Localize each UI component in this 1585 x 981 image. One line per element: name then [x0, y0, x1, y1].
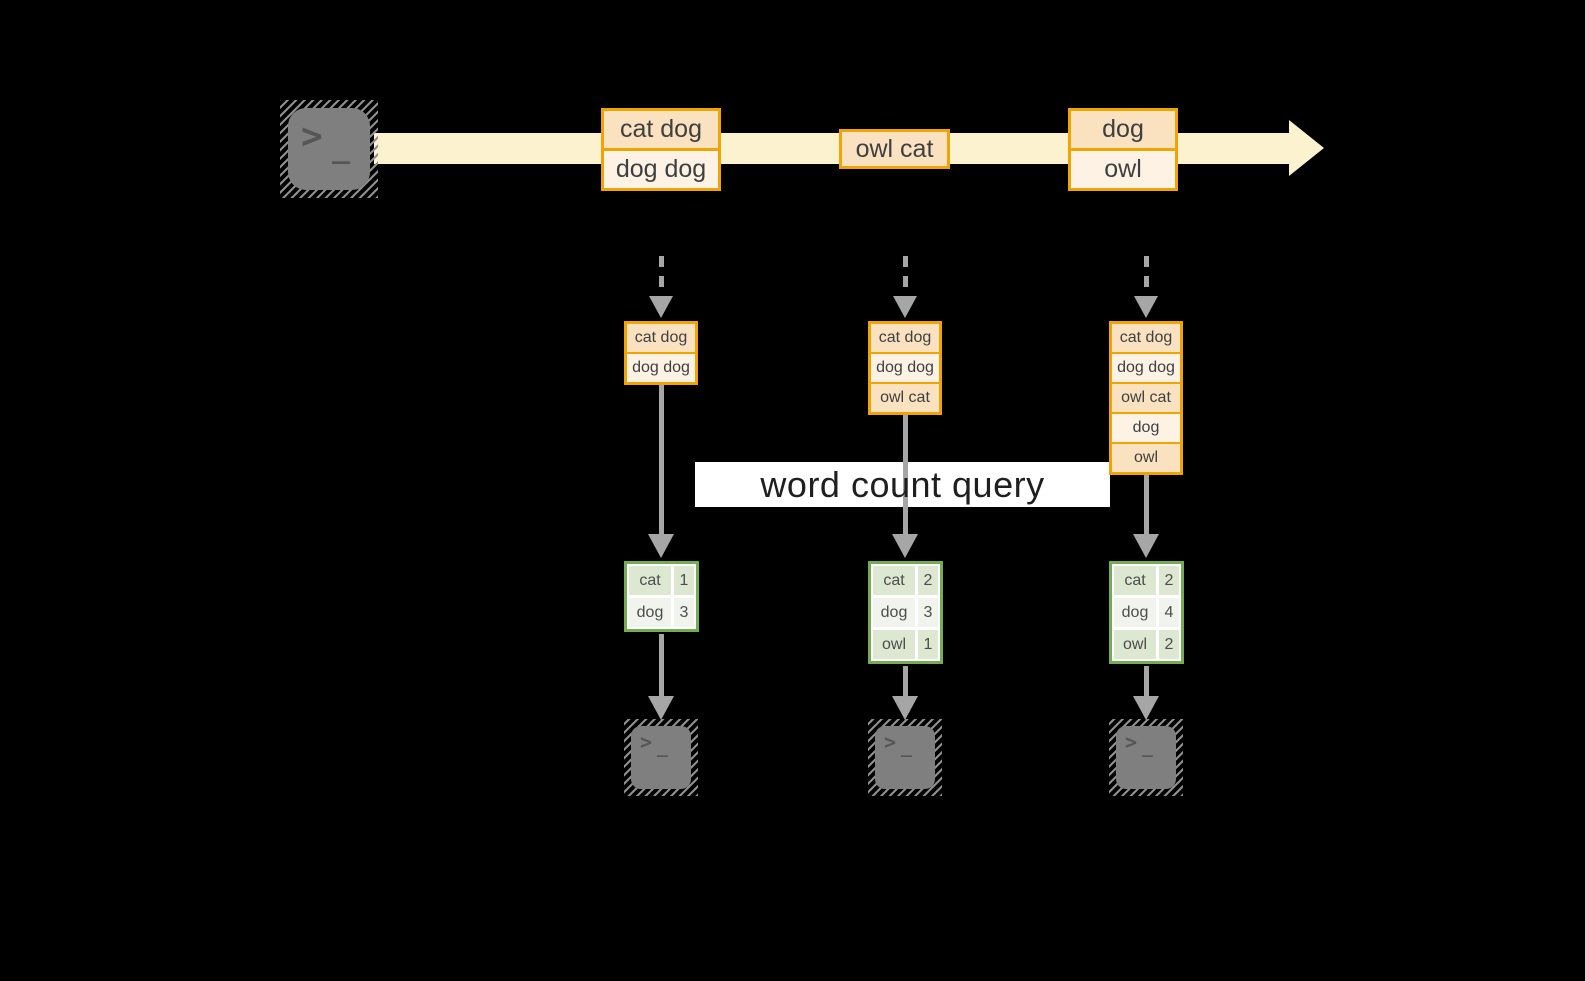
sink-terminal-3: > _	[1109, 719, 1183, 796]
batch-to-input-arrow	[659, 256, 664, 298]
word-cell: owl	[873, 630, 915, 659]
input-row: dog dog	[1112, 352, 1180, 382]
arrow-down-icon	[649, 296, 673, 318]
count-cell: 2	[1159, 630, 1179, 659]
batch-to-input-arrow	[903, 256, 908, 298]
count-cell: 2	[918, 566, 938, 595]
query-arrow	[659, 385, 664, 536]
input-row: cat dog	[1112, 324, 1180, 352]
arrow-down-icon	[1134, 296, 1158, 318]
arrow-down-icon	[648, 696, 674, 720]
input-accumulated-box-3: cat dog dog dog owl cat dog owl	[1109, 321, 1183, 475]
arrow-down-icon	[893, 296, 917, 318]
stream-batch-row: owl cat	[842, 132, 947, 166]
count-cell: 4	[1159, 598, 1179, 627]
terminal-prompt-glyph: >	[301, 116, 323, 157]
word-cell: dog	[1114, 598, 1156, 627]
arrow-down-icon	[1133, 696, 1159, 720]
arrow-down-icon	[892, 696, 918, 720]
terminal-prompt-glyph: >	[884, 730, 897, 754]
output-arrow	[903, 666, 908, 696]
input-row: cat dog	[627, 324, 695, 352]
stream-batch-1: cat dog dog dog	[601, 108, 721, 191]
input-row: dog dog	[871, 352, 939, 382]
sink-terminal-1: > _	[624, 719, 698, 796]
stream-batch-row: cat dog	[604, 111, 718, 148]
terminal-icon: > _	[288, 108, 370, 190]
terminal-prompt-glyph: >	[640, 730, 653, 754]
terminal-icon: > _	[631, 726, 691, 789]
word-cell: dog	[629, 598, 671, 627]
word-cell: owl	[1114, 630, 1156, 659]
stream-batch-2: owl cat	[839, 129, 950, 169]
input-row: owl cat	[871, 382, 939, 412]
source-terminal: > _	[280, 100, 378, 198]
word-cell: cat	[873, 566, 915, 595]
input-row: dog	[1112, 412, 1180, 442]
arrow-down-icon	[648, 534, 674, 558]
terminal-cursor-glyph: _	[332, 130, 351, 165]
terminal-icon: > _	[875, 726, 935, 789]
arrow-down-icon	[1133, 534, 1159, 558]
count-cell: 3	[918, 598, 938, 627]
word-count-table-3: cat 2 dog 4 owl 2	[1109, 561, 1184, 664]
query-arrow	[1144, 475, 1149, 536]
stream-batch-row: dog dog	[604, 148, 718, 188]
sink-terminal-2: > _	[868, 719, 942, 796]
stream-batch-row: owl	[1071, 148, 1175, 188]
input-accumulated-box-2: cat dog dog dog owl cat	[868, 321, 942, 415]
input-accumulated-box-1: cat dog dog dog	[624, 321, 698, 385]
terminal-prompt-glyph: >	[1125, 730, 1138, 754]
output-arrow	[659, 634, 664, 696]
word-count-table-1: cat 1 dog 3	[624, 561, 699, 632]
input-row: cat dog	[871, 324, 939, 352]
word-count-table-2: cat 2 dog 3 owl 1	[868, 561, 943, 664]
terminal-cursor-glyph: _	[657, 737, 668, 758]
query-label-background	[695, 462, 1110, 507]
count-cell: 2	[1159, 566, 1179, 595]
count-cell: 3	[674, 598, 694, 627]
arrow-down-icon	[892, 534, 918, 558]
word-cell: dog	[873, 598, 915, 627]
query-arrow	[903, 415, 908, 536]
input-row: owl cat	[1112, 382, 1180, 412]
word-cell: cat	[629, 566, 671, 595]
stream-arrowhead-icon	[1289, 120, 1324, 176]
stream-batch-3: dog owl	[1068, 108, 1178, 191]
batch-to-input-arrow	[1144, 256, 1149, 298]
word-cell: cat	[1114, 566, 1156, 595]
stream-batch-row: dog	[1071, 111, 1175, 148]
terminal-icon: > _	[1116, 726, 1176, 789]
input-row: owl	[1112, 442, 1180, 472]
terminal-cursor-glyph: _	[901, 737, 912, 758]
input-row: dog dog	[627, 352, 695, 382]
terminal-cursor-glyph: _	[1142, 737, 1153, 758]
query-label: word count query	[760, 463, 1045, 505]
count-cell: 1	[918, 630, 938, 659]
output-arrow	[1144, 666, 1149, 696]
count-cell: 1	[674, 566, 694, 595]
